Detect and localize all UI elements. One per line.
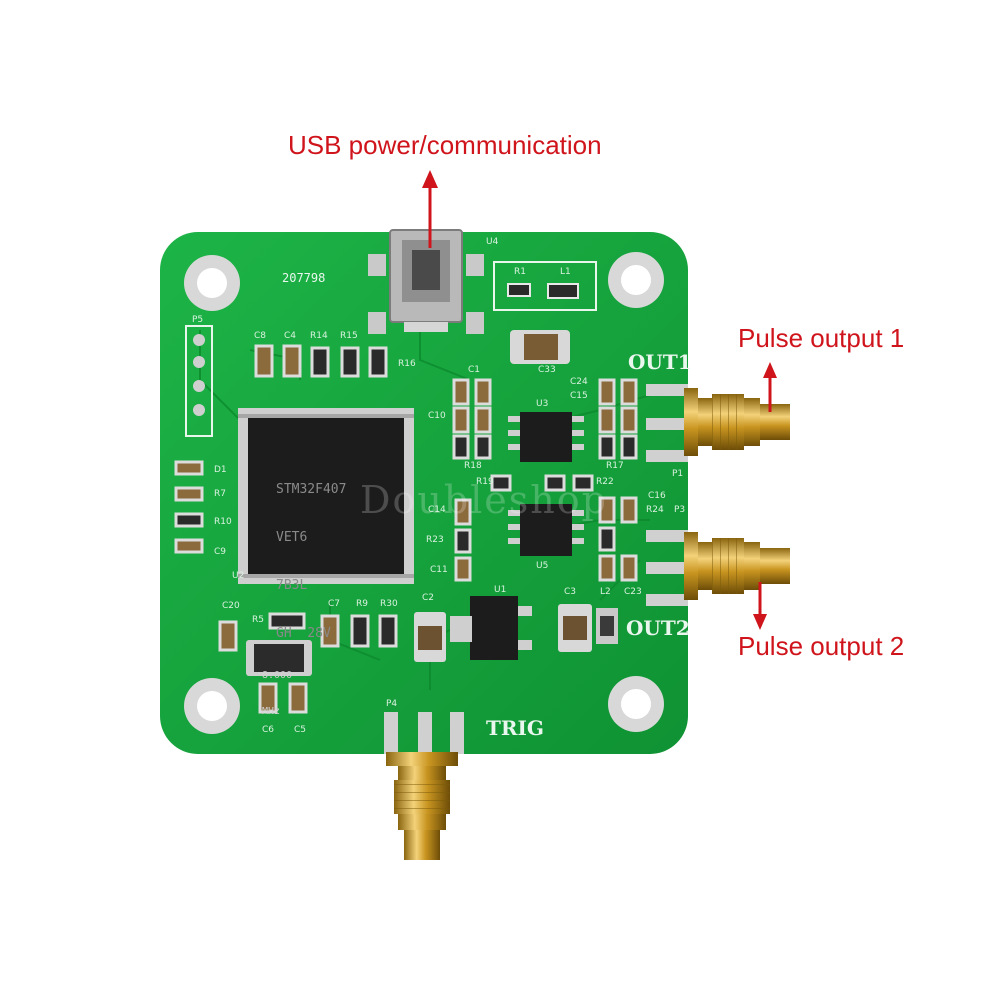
mounting-hole-tl (184, 255, 240, 311)
mounting-hole-br (608, 676, 664, 732)
designator-c6: C6 (262, 725, 275, 735)
crystal-marking-line: 8.000 (262, 670, 293, 681)
designator-r24: R24 (646, 505, 664, 515)
designator-r17: R17 (606, 461, 624, 471)
designator-c11: C11 (430, 565, 448, 575)
designator-r10: R10 (214, 517, 232, 527)
designator-r1: R1 (514, 267, 526, 277)
designator-c7: C7 (328, 599, 341, 609)
designator-c2: C2 (422, 593, 435, 603)
crystal (246, 640, 312, 676)
designator-c1: C1 (468, 365, 481, 375)
designator-c3: C3 (564, 587, 577, 597)
out1-callout: Pulse output 1 (738, 323, 905, 353)
designator-c24: C24 (570, 377, 588, 387)
designator-p3: P3 (674, 505, 686, 515)
out2-label: OUT2 (626, 616, 690, 640)
capacitor-c33 (510, 330, 570, 364)
designator-u5: U5 (536, 561, 549, 571)
designator-c9: C9 (214, 547, 227, 557)
designator-r18: R18 (464, 461, 482, 471)
capacitor-c2 (414, 612, 446, 662)
crystal-marking: 8.000 MHz (262, 646, 292, 730)
designator-c14: C14 (428, 505, 446, 515)
watermark: Doubleshop (360, 478, 608, 522)
silkscreen-box (493, 261, 597, 311)
capacitor-c3 (558, 604, 592, 652)
header-p5 (185, 325, 213, 437)
designator-c10: C10 (428, 411, 446, 421)
designator-c16: C16 (648, 491, 666, 501)
resistor-r1 (507, 283, 531, 297)
designator-r16: R16 (398, 359, 416, 369)
mounting-hole-bl (184, 678, 240, 734)
designator-r23: R23 (426, 535, 444, 545)
sma-connector-trig (384, 712, 464, 860)
ic-u5 (508, 504, 584, 556)
designator-r22: R22 (596, 477, 614, 487)
usb-connector (368, 229, 484, 334)
designator-d1: D1 (214, 465, 227, 475)
out1-arrow (763, 362, 777, 412)
trig-label: TRIG (486, 716, 544, 740)
designator-p4: P4 (386, 699, 398, 709)
designator-p5: P5 (192, 315, 204, 325)
smd-components (174, 378, 638, 714)
out2-callout: Pulse output 2 (738, 631, 905, 661)
ic-u3 (508, 412, 584, 462)
mcu-marking-line: VET6 (276, 530, 308, 545)
usb-callout: USB power/communication (288, 130, 602, 160)
designator-u3: U3 (536, 399, 549, 409)
designator-r19: R19 (476, 477, 494, 487)
designator-c33: C33 (538, 365, 556, 375)
designator-u2: U2 (232, 571, 245, 581)
mcu-marking-line: GH 28V (276, 626, 331, 641)
designator-r14: R14 (310, 331, 328, 341)
serial-label: 207798 (282, 271, 326, 285)
designator-r15: R15 (340, 331, 358, 341)
designator-c15: C15 (570, 391, 588, 401)
mounting-hole-tr (608, 252, 664, 308)
designator-u1: U1 (494, 585, 507, 595)
inductor-l2 (596, 608, 618, 644)
crystal-marking-line: MHz (262, 706, 281, 717)
sma-connector-out2 (646, 530, 790, 606)
mcu-marking-line: STM32F407 (276, 482, 347, 497)
smd-top-row (254, 344, 388, 378)
designator-r7: R7 (214, 489, 226, 499)
designator-c5: C5 (294, 725, 307, 735)
designator-u4: U4 (486, 237, 499, 247)
designator-l2: L2 (600, 587, 611, 597)
usb-arrow (422, 170, 438, 248)
designator-c20: C20 (222, 601, 240, 611)
designator-r9: R9 (356, 599, 368, 609)
designator-l1: L1 (560, 267, 571, 277)
mcu-marking-line: 7B3L (276, 578, 308, 593)
inductor-l1 (547, 283, 579, 299)
designator-p1: P1 (672, 469, 684, 479)
mcu-marking: STM32F407 VET6 7B3L GH 28V (276, 450, 346, 658)
regulator-u1 (450, 596, 532, 660)
mcu-chip (238, 408, 414, 584)
designator-c23: C23 (624, 587, 642, 597)
designator-c8: C8 (254, 331, 267, 341)
designator-c4: C4 (284, 331, 297, 341)
out2-arrow (753, 582, 767, 630)
designator-r5: R5 (252, 615, 264, 625)
out1-label: OUT1 (628, 350, 692, 374)
sma-connector-out1 (646, 384, 790, 462)
designator-r30: R30 (380, 599, 398, 609)
